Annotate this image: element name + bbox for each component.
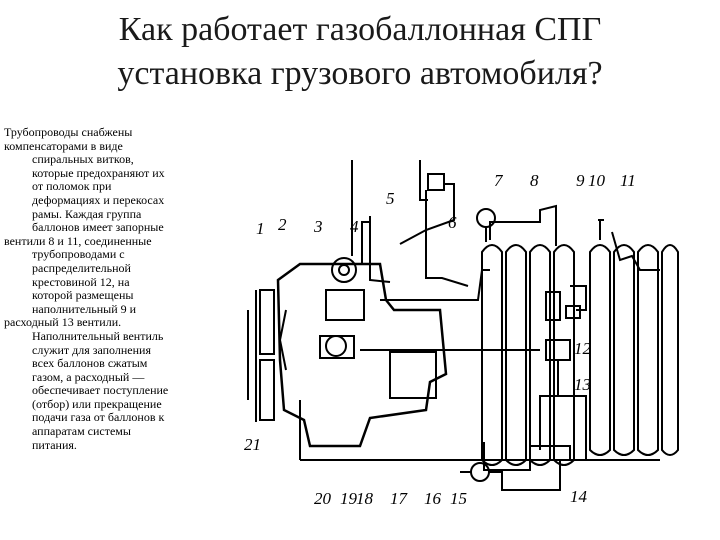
- callout-3: 3: [313, 217, 323, 236]
- callout-18: 18: [356, 489, 374, 508]
- paragraph-line: компенсаторами в виде: [4, 138, 123, 153]
- paragraph-line: которые предохраняют их: [32, 165, 165, 180]
- title-line-2: установка грузового автомобиля?: [117, 55, 603, 92]
- paragraph-line: подачи газа от баллонов к: [32, 410, 165, 425]
- callout-2: 2: [278, 215, 287, 234]
- callout-4: 4: [350, 217, 359, 236]
- paragraph-line: вентили 8 и 11, соединенные: [4, 233, 152, 248]
- pipeline-top: [351, 160, 469, 287]
- pipeline-main: [299, 269, 660, 491]
- paragraph-line: питания.: [32, 437, 77, 452]
- callout-11: 11: [620, 171, 636, 190]
- paragraph-line: от поломок при: [32, 179, 112, 194]
- callout-15: 15: [450, 489, 467, 508]
- cylinder-group-right: [565, 219, 679, 456]
- paragraph-line: баллонов имеет запорные: [32, 220, 164, 235]
- callout-1: 1: [256, 219, 265, 238]
- title-line-1: Как работает газобаллонная СПГ: [118, 11, 602, 48]
- paragraph-line: всех баллонов сжатым: [32, 356, 148, 371]
- fan-radiator: [247, 290, 257, 422]
- callout-5: 5: [386, 189, 395, 208]
- paragraph-line: распределительной: [32, 260, 131, 275]
- paragraph-line: газом, а расходный —: [32, 369, 145, 384]
- callout-labels: 1 2 3 4 5 6 7 8 9 10 11 12 13 14 15 16 1…: [244, 171, 636, 508]
- gas-reducer: [319, 257, 365, 359]
- callout-7: 7: [494, 171, 504, 190]
- cng-diagram-svg: 1 2 3 4 5 6 7 8 9 10 11 12 13 14 15 16 1…: [244, 160, 679, 508]
- callout-20: 20: [314, 489, 332, 508]
- paragraph-line: наполнительный 9 и: [32, 301, 137, 316]
- callout-8: 8: [530, 171, 539, 190]
- callout-13: 13: [574, 375, 591, 394]
- description-paragraph: Трубопроводы снабжены компенсаторами в в…: [4, 125, 222, 452]
- paragraph-line: расходный 13 вентили.: [4, 315, 122, 330]
- paragraph-line: служит для заполнения: [32, 342, 151, 357]
- paragraph-line: Наполнительный вентиль: [32, 328, 164, 343]
- paragraph-line: аппаратам системы: [32, 424, 131, 439]
- paragraph-line: (отбор) или прекращение: [32, 396, 162, 411]
- callout-9: 9: [576, 171, 585, 190]
- cylinder-group-left: [481, 204, 575, 466]
- cng-system-diagram: 1 2 3 4 5 6 7 8 9 10 11 12 13 14 15 16 1…: [240, 160, 680, 520]
- callout-17: 17: [390, 489, 409, 508]
- paragraph-line: спиральных витков,: [32, 152, 134, 167]
- slide-title: Как работает газобаллонная СПГ установка…: [0, 8, 720, 96]
- callout-10: 10: [588, 171, 606, 190]
- distribution-crosspiece: [539, 291, 587, 460]
- callout-16: 16: [424, 489, 442, 508]
- paragraph-line: рамы. Каждая группа: [32, 206, 142, 221]
- paragraph-line: обеспечивает поступление: [32, 383, 169, 398]
- callout-6: 6: [448, 213, 457, 232]
- paragraph-line: трубопроводами с: [32, 247, 125, 262]
- callout-14: 14: [570, 487, 588, 506]
- paragraph-line: деформациях и перекосах: [32, 192, 165, 207]
- callout-21: 21: [244, 435, 261, 454]
- paragraph-line: Трубопроводы снабжены: [4, 125, 133, 139]
- paragraph-line: крестовиной 12, на: [32, 274, 130, 289]
- callout-12: 12: [574, 339, 592, 358]
- paragraph-line: которой размещены: [32, 288, 134, 303]
- pressure-gauge: [476, 208, 496, 242]
- callout-19: 19: [340, 489, 358, 508]
